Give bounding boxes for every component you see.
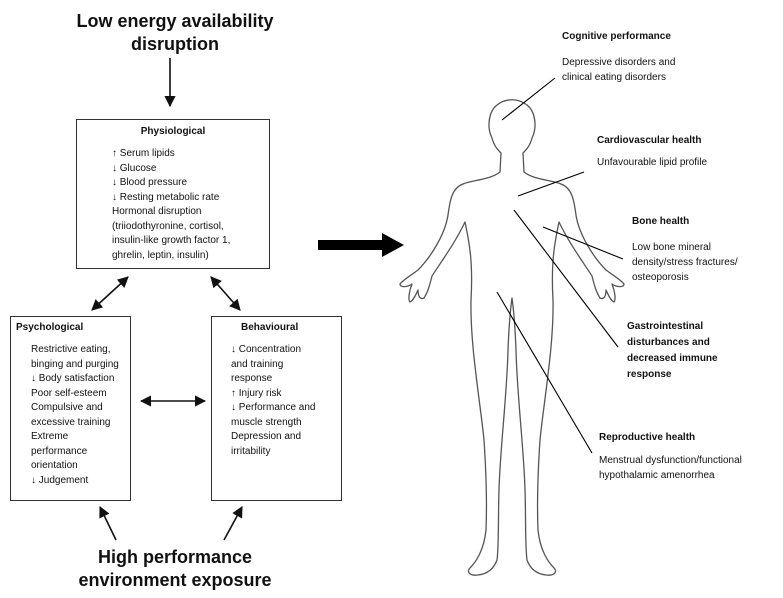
physiological-line: ghrelin, leptin, insulin) xyxy=(112,249,209,261)
gastro-title-line: disturbances and xyxy=(627,337,710,348)
cardiovascular-title: Cardiovascular health xyxy=(597,135,702,146)
leader-bone xyxy=(542,226,624,260)
behavioural-line: ↓ Performance and xyxy=(231,402,316,413)
outcome-cardiovascular: Cardiovascular health Unfavourable lipid… xyxy=(597,133,707,170)
behavioural-box: Behavioural ↓ Concentration and training… xyxy=(211,316,342,501)
gastro-title-line: Gastrointestinal xyxy=(627,321,704,332)
bone-line: Low bone mineral xyxy=(632,242,711,253)
cognitive-title: Cognitive performance xyxy=(562,31,671,42)
cause-heading: Low energy availability disruption xyxy=(70,10,280,56)
psychological-line: Extreme xyxy=(31,431,69,442)
physiological-line: ↓ Glucose xyxy=(112,162,157,174)
behavioural-line: Depression and xyxy=(231,431,302,442)
psychological-line: ↓ Judgement xyxy=(31,474,89,486)
outcome-bone-detail: Low bone mineral density/stress fracture… xyxy=(632,240,738,285)
arrow-exposure-to-psychological xyxy=(99,505,117,541)
cause-heading-line-1: Low energy availability xyxy=(76,11,274,31)
big-right-arrow xyxy=(318,233,404,257)
physiological-line: ↑ Serum lipids xyxy=(112,148,175,159)
psychological-line: ↓ Body satisfaction xyxy=(31,373,115,384)
psychological-line: excessive training xyxy=(31,416,111,428)
behavioural-line: response xyxy=(231,373,273,384)
physiological-line: insulin-like growth factor 1, xyxy=(112,235,231,246)
cause-heading-line-2: disruption xyxy=(131,34,219,54)
physiological-line: ↓ Blood pressure xyxy=(112,177,188,188)
psychological-title: Psychological xyxy=(16,322,84,333)
arrow-physiological-psychological xyxy=(91,276,129,311)
physiological-line: (triiodothyronine, cortisol, xyxy=(112,220,224,232)
outcome-cognitive: Cognitive performance Depressive disorde… xyxy=(562,29,675,85)
human-body-outline xyxy=(399,99,625,576)
arrow-exposure-to-behavioural xyxy=(223,506,243,541)
physiological-box: Physiological ↑ Serum lipids ↓ Glucose ↓… xyxy=(76,119,270,269)
leader-gastrointestinal xyxy=(513,209,619,348)
psychological-line: orientation xyxy=(31,460,78,471)
gastro-title-line: decreased immune xyxy=(627,353,718,364)
arrow-physiological-behavioural xyxy=(210,276,241,311)
behavioural-line: and training xyxy=(231,358,284,370)
reproductive-title: Reproductive health xyxy=(599,432,696,443)
outcome-gastrointestinal: Gastrointestinal disturbances and decrea… xyxy=(627,319,718,383)
cognitive-line: clinical eating disorders xyxy=(562,72,666,83)
exposure-heading-line-2: environment exposure xyxy=(78,570,272,590)
leader-reproductive xyxy=(496,291,593,454)
psychological-box: Psychological Restrictive eating, bingin… xyxy=(10,316,131,501)
psychological-line: performance xyxy=(31,445,88,457)
exposure-heading: High performance environment exposure xyxy=(60,546,290,592)
psychological-line: Poor self-esteem xyxy=(31,387,107,399)
behavioural-title: Behavioural xyxy=(241,322,299,333)
psychological-line: binging and purging xyxy=(31,358,119,370)
gastro-title-line: response xyxy=(627,369,672,380)
psychological-line: Compulsive and xyxy=(31,402,103,413)
exposure-heading-line-1: High performance xyxy=(97,547,253,567)
cardiovascular-line: Unfavourable lipid profile xyxy=(597,157,708,168)
physiological-line: Hormonal disruption xyxy=(112,206,202,217)
reproductive-line: hypothalamic amenorrhea xyxy=(599,470,715,481)
behavioural-line: ↑ Injury risk xyxy=(231,387,282,399)
cognitive-line: Depressive disorders and xyxy=(562,57,676,68)
outcome-reproductive: Reproductive health Menstrual dysfunctio… xyxy=(599,430,742,483)
physiological-title: Physiological xyxy=(140,126,206,137)
leader-cognitive xyxy=(501,77,556,121)
behavioural-line: muscle strength xyxy=(231,416,302,428)
physiological-line: ↓ Resting metabolic rate xyxy=(112,191,220,203)
psychological-line: Restrictive eating, xyxy=(31,344,111,355)
outcome-bone: Bone health xyxy=(632,214,689,230)
reproductive-line: Menstrual dysfunction/functional xyxy=(599,455,742,466)
behavioural-line: ↓ Concentration xyxy=(231,344,302,355)
bone-line: density/stress fractures/ xyxy=(632,257,738,268)
bone-line: osteoporosis xyxy=(632,272,689,283)
leader-cardiovascular xyxy=(517,171,585,197)
behavioural-line: irritability xyxy=(231,445,271,457)
bone-title: Bone health xyxy=(632,216,690,227)
